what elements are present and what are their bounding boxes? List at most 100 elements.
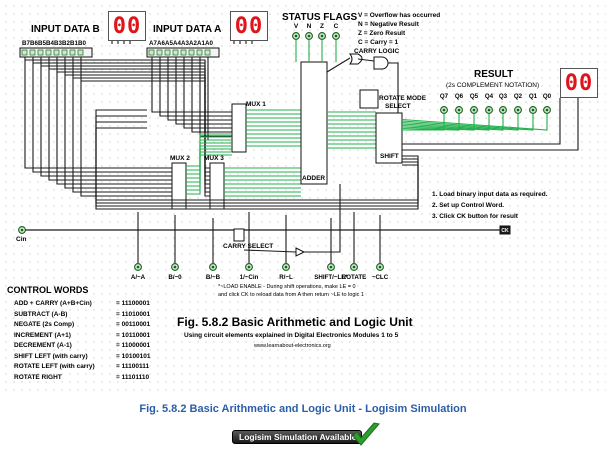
logisim-simulation-button[interactable]: Logisim Simulation Available [232,430,362,444]
input-b-bit-label: B3 [54,40,62,47]
input-b-bit-pin [69,49,76,56]
result-bit-wire [401,114,504,131]
input-a-bit-label: A6 [157,40,165,47]
input-a-bit-label: A3 [181,40,189,47]
mux1-block [231,103,247,153]
input-b-bit-label: B0 [78,40,86,47]
input-a-bit-pin [188,49,195,56]
status-flag-pin-core [294,34,298,38]
ck-label: CK [501,228,509,234]
status-flag-pin-core [334,34,338,38]
carry-select-block [233,228,245,242]
result-bit-wire [401,114,534,131]
control-pin-core [173,265,177,269]
control-word-op: SUBTRACT (A-B) [14,310,68,318]
status-title: STATUS FLAGS [282,12,358,23]
control-word-op: ROTATE LEFT (with carry) [14,363,95,370]
mux2-to-mux1-wire [186,145,232,183]
carry-and-gate [373,56,389,70]
control-word-value: = 11000001 [116,342,151,349]
input-a-bit-label: A0 [205,40,213,47]
shift-label: SHIFT [380,153,399,160]
adder-carry-wire [326,57,351,73]
control-word-op: SHIFT LEFT (with carry) [14,352,88,360]
result-bit-pin-core [501,108,505,112]
result-bit-pin-core [545,108,549,112]
bus-b-wire [56,57,172,185]
input-b-bit-label: B4 [46,40,54,47]
result-bit-pin-core [457,108,461,112]
bus-a-wire [183,57,232,129]
control-word-op: ADD + CARRY (A+B+Cin) [14,300,92,307]
control-label: ~CLC [372,274,389,281]
result-bit-pin-core [487,108,491,112]
bus-b-wire [72,57,172,193]
control-word-value: = 11010001 [116,310,151,318]
input-b-bit-label: B5 [38,40,46,47]
control-pin-core [136,265,140,269]
control-words-title: CONTROL WORDS [7,285,89,295]
control-word-op: DECREMENT (A-1) [14,342,72,349]
carry-out-wire [388,62,399,113]
input-a-bit-label: A1 [197,40,205,47]
bus-b-wire [48,57,172,181]
status-flag-pin-core [307,34,311,38]
status-flag-label: N [307,23,312,30]
control-word-value: = 11100111 [116,363,150,370]
carry-select-label: CARRY SELECT [223,243,274,250]
result-bit-wire [401,114,475,131]
control-label: SHIFT/~LE* [314,274,348,281]
bus-b-branch [25,59,210,169]
mux2-label: MUX 2 [170,155,190,162]
result-feedback-wire [402,98,561,145]
status-flag-label: Z [320,23,324,30]
display-result: 00 [560,68,598,98]
control-label: A/~A [131,274,146,281]
input-b-bit-label: B2 [62,40,70,47]
feedback-wire [95,115,419,204]
adder-block [300,61,328,185]
input-a-bit-pin [180,49,187,56]
shift-block [375,112,403,164]
not-gate [295,247,306,257]
result-bit-pin-core [531,108,535,112]
control-word-value: = 10100101 [116,352,151,360]
result-bit-pin-core [442,108,446,112]
result-bit-label: Q7 [440,93,449,100]
control-label: R/~L [279,274,293,281]
control-pin-core [247,265,251,269]
input-b-bit-label: B6 [30,40,38,47]
feedback-wire [95,127,419,210]
status-flag-label: C [334,23,339,30]
control-word-op: ROTATE RIGHT [14,373,62,381]
result-title: RESULT [474,69,514,80]
input-b-bit-pin [45,49,52,56]
input-a-bit-pin [172,49,179,56]
input-b-bit-pin [21,49,28,56]
feedback-wire [95,109,419,201]
figure-title: Fig. 5.8.2 Basic Arithmetic and Logic Un… [177,315,413,329]
result-bit-label: Q2 [514,93,523,100]
bus-b-branch [73,77,210,193]
result-display-wire [402,96,579,151]
rotate-mode-block [359,89,379,109]
instruction-2: 2. Set up Control Word. [432,202,505,209]
input-a-bit-pin [164,49,171,56]
input-a-bit-pin [156,49,163,56]
bus-b-wire [40,57,172,177]
status-legend-n: N = Negative Result [358,21,419,28]
bus-a-wire [151,57,232,113]
rotate-mode-label: ROTATE MODE [379,95,427,102]
checkmark-icon [352,422,380,446]
result-bit-pin-core [472,108,476,112]
input-b-bit-pin [37,49,44,56]
input-b-bit-pin [29,49,36,56]
status-flag-label: V [294,23,299,30]
page-caption: Fig. 5.8.2 Basic Arithmetic and Logic Un… [139,403,467,415]
result-bit-pin-core [516,108,520,112]
control-label: B/~B [206,274,221,281]
input-a-bit-label: A5 [165,40,173,47]
cin-label: Cin [16,236,27,243]
control-word-op: NEGATE (2s Comp) [14,321,75,328]
